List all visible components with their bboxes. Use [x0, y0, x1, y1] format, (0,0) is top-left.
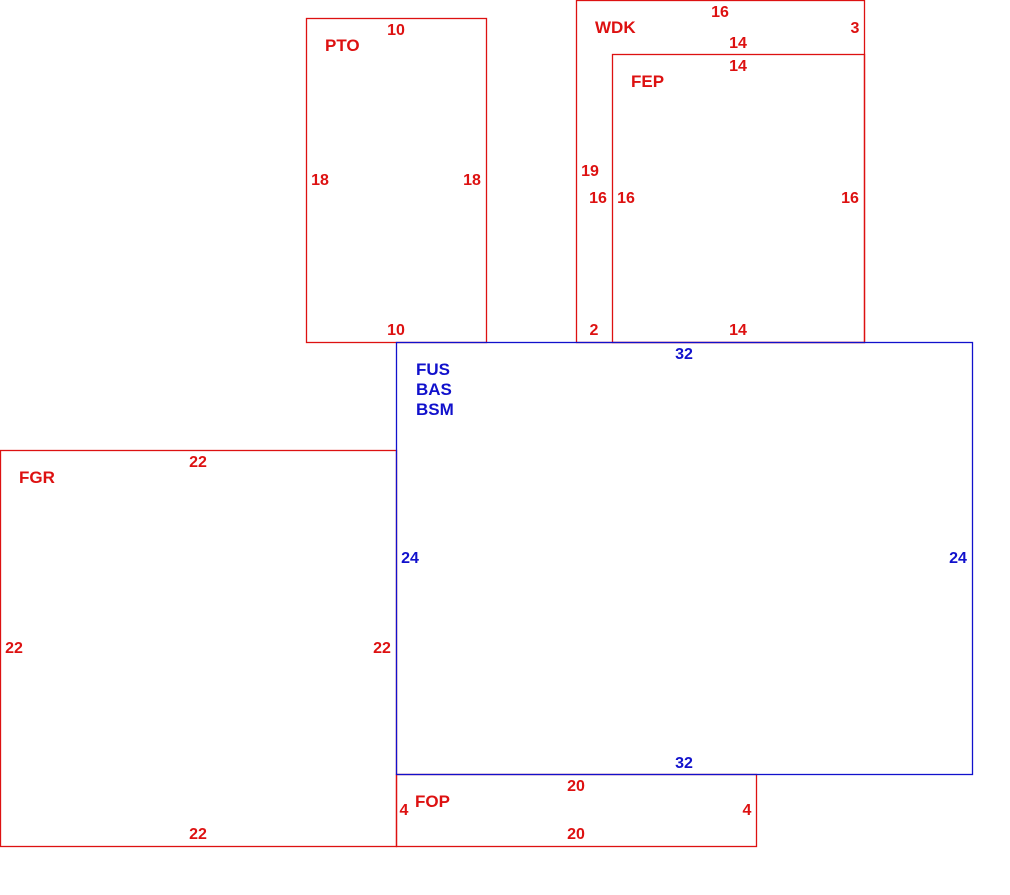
- wdk-label: WDK: [595, 18, 636, 37]
- main-room-outline: [395, 341, 974, 776]
- wdk-dim-right: 3: [851, 20, 860, 37]
- main-label-fus: FUS: [416, 360, 450, 379]
- wdk-dim-top: 16: [711, 4, 729, 21]
- main-dim-right: 24: [949, 550, 967, 567]
- fgr-room-outline: [0, 449, 398, 848]
- wdk-room-outline: [575, 0, 866, 344]
- fep-dim-right: 16: [841, 190, 859, 207]
- fop-dim-left: 4: [400, 802, 409, 819]
- wdk-dim-left-inner: 16: [589, 190, 607, 207]
- wdk-dim-inner: 14: [729, 35, 747, 52]
- pto-dim-left: 18: [311, 172, 329, 189]
- fop-dim-top: 20: [567, 778, 585, 795]
- fop-label: FOP: [415, 792, 450, 811]
- fep-dim-top: 14: [729, 58, 747, 75]
- fop-dim-right: 4: [743, 802, 752, 819]
- pto-label: PTO: [325, 36, 360, 55]
- pto-dim-top: 10: [387, 22, 405, 39]
- main-label-bas: BAS: [416, 380, 452, 399]
- fop-dim-bottom: 20: [567, 826, 585, 843]
- fep-room-outline: [611, 53, 866, 344]
- pto-dim-right: 18: [463, 172, 481, 189]
- main-dim-bottom: 32: [675, 755, 693, 772]
- fep-dim-bottom: 14: [729, 322, 747, 339]
- fgr-dim-top: 22: [189, 454, 207, 471]
- fgr-label: FGR: [19, 468, 55, 487]
- fgr-dim-right: 22: [373, 640, 391, 657]
- fgr-dim-bottom: 22: [189, 826, 207, 843]
- wdk-dim-left: 19: [581, 163, 599, 180]
- pto-room-outline: [305, 17, 488, 344]
- main-label-bsm: BSM: [416, 400, 454, 419]
- pto-dim-bottom: 10: [387, 322, 405, 339]
- main-dim-left: 24: [401, 550, 419, 567]
- fep-label: FEP: [631, 72, 664, 91]
- main-dim-top: 32: [675, 346, 693, 363]
- wdk-dim-bottom: 2: [590, 322, 599, 339]
- fgr-dim-left: 22: [5, 640, 23, 657]
- fep-dim-left: 16: [617, 190, 635, 207]
